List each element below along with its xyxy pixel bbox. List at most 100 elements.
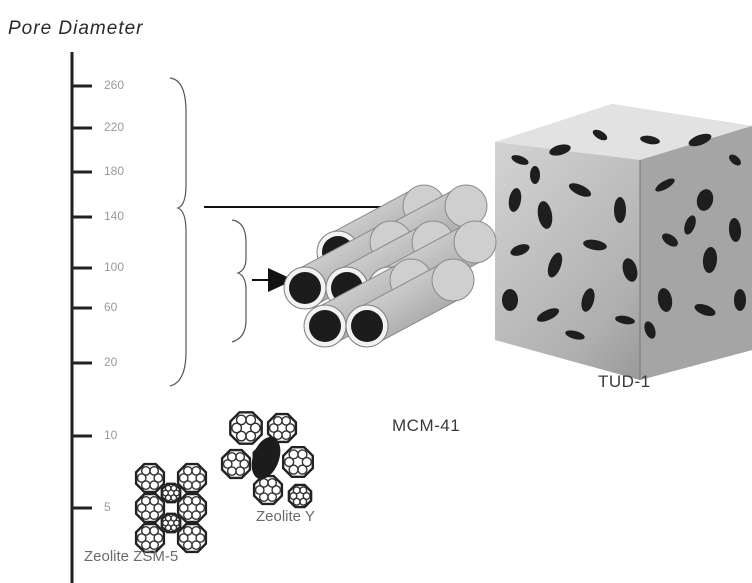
- tud1-pore: [729, 154, 741, 166]
- cage-subring: [285, 423, 296, 433]
- bracket-small: [231, 219, 247, 343]
- cage-subring: [191, 525, 202, 536]
- cage-subring: [182, 540, 193, 551]
- cage-ring: [160, 482, 182, 504]
- cage-subring: [191, 495, 202, 506]
- axis-tick-label: 5: [104, 500, 111, 514]
- zeolite-y-image: [220, 411, 314, 509]
- cage-subring: [170, 514, 178, 522]
- cage-ring: [176, 522, 208, 554]
- mcm41-pore: [351, 310, 383, 342]
- cage-subring: [195, 533, 206, 543]
- tud1-pore: [702, 247, 718, 273]
- cage-subring: [153, 533, 164, 543]
- cage-subring: [149, 525, 160, 536]
- tud1-pore: [508, 188, 522, 212]
- tud1-pore: [536, 308, 560, 322]
- tud1-pore: [694, 303, 716, 317]
- cage-subring: [195, 503, 206, 513]
- cage-subring: [258, 492, 269, 503]
- tud1-pore: [565, 330, 585, 340]
- cage-subring: [182, 480, 193, 491]
- cage-subring: [268, 423, 279, 433]
- tud1-pore: [662, 233, 678, 247]
- axis-tick-label: 140: [104, 209, 125, 223]
- tud1-pore: [615, 315, 635, 325]
- cage-subring: [245, 414, 257, 426]
- tud1-pore: [537, 201, 553, 229]
- tud1-pore: [688, 133, 712, 147]
- cage-ring: [176, 462, 208, 494]
- arrow-to-mcm41-head: [268, 268, 294, 292]
- cage-subring: [140, 510, 151, 521]
- cage-subring: [267, 477, 278, 488]
- cage-subring: [239, 459, 250, 469]
- tud1-pore: [547, 252, 563, 278]
- tud1-pores: [502, 129, 746, 340]
- mcm41-pore: [289, 272, 321, 304]
- tud1-pore: [510, 244, 530, 256]
- tud1-pore: [583, 239, 607, 251]
- tud1-pore: [581, 288, 595, 312]
- tud1-pore: [614, 197, 626, 223]
- mcm41-pore: [309, 310, 341, 342]
- cage-ring: [266, 412, 298, 444]
- tud1-pore: [530, 166, 540, 184]
- cage-subring: [272, 430, 283, 441]
- axis-tick-label: 100: [104, 260, 125, 274]
- tud1-pore: [728, 218, 742, 242]
- cage-subring: [271, 485, 282, 495]
- cage-subring: [136, 533, 147, 543]
- axis-tick-label: 10: [104, 428, 118, 442]
- cage-ring: [134, 492, 166, 524]
- cage-subring: [254, 485, 265, 495]
- label-zeolite-zsm5: Zeolite ZSM-5: [84, 548, 179, 565]
- cage-subring: [178, 503, 189, 513]
- cage-subring: [178, 533, 189, 543]
- cage-ring: [176, 492, 208, 524]
- axis-tick-label: 20: [104, 355, 118, 369]
- tud1-pore: [568, 183, 592, 197]
- zeolite-y-cavity: [251, 436, 281, 480]
- tud1-pore: [684, 215, 696, 235]
- axis-tick-label: 220: [104, 120, 125, 134]
- cage-subring: [284, 456, 295, 468]
- tud1-pore: [511, 155, 529, 165]
- tud1-pore: [655, 178, 675, 192]
- cage-subring: [140, 540, 151, 551]
- cage-ring: [134, 462, 166, 494]
- cage-subring: [195, 473, 206, 483]
- axis-tick-marks: [72, 84, 92, 510]
- cage-subring: [288, 464, 299, 475]
- cage-ring: [287, 483, 313, 509]
- cage-ring: [229, 411, 263, 445]
- tud1-pore: [696, 189, 714, 211]
- tud1-pore: [657, 288, 673, 312]
- tud1-pore: [549, 144, 571, 156]
- tud1-pore: [622, 258, 638, 282]
- label-tud1: TUD-1: [598, 372, 651, 391]
- cage-ring: [134, 522, 166, 554]
- cage-subring: [153, 473, 164, 483]
- cage-subring: [182, 510, 193, 521]
- mcm41-image: [283, 184, 497, 348]
- cage-subring: [231, 422, 243, 434]
- cage-subring: [136, 503, 147, 513]
- axis-tick-label: 180: [104, 164, 125, 178]
- cage-subring: [153, 503, 164, 513]
- cage-ring: [282, 446, 314, 478]
- cage-subring: [235, 451, 246, 462]
- mcm41-tube: [345, 258, 475, 348]
- cage-ring: [252, 474, 284, 506]
- cage-subring: [170, 484, 178, 492]
- axis-tick-label: 260: [104, 78, 125, 92]
- bracket-large: [169, 77, 187, 387]
- tud1-pore: [502, 289, 518, 311]
- label-zeolite-y: Zeolite Y: [256, 508, 315, 525]
- tud1-pore: [640, 135, 660, 145]
- tud1-pore: [734, 289, 746, 311]
- axis-title: Pore Diameter: [8, 18, 144, 39]
- cage-subring: [281, 415, 292, 426]
